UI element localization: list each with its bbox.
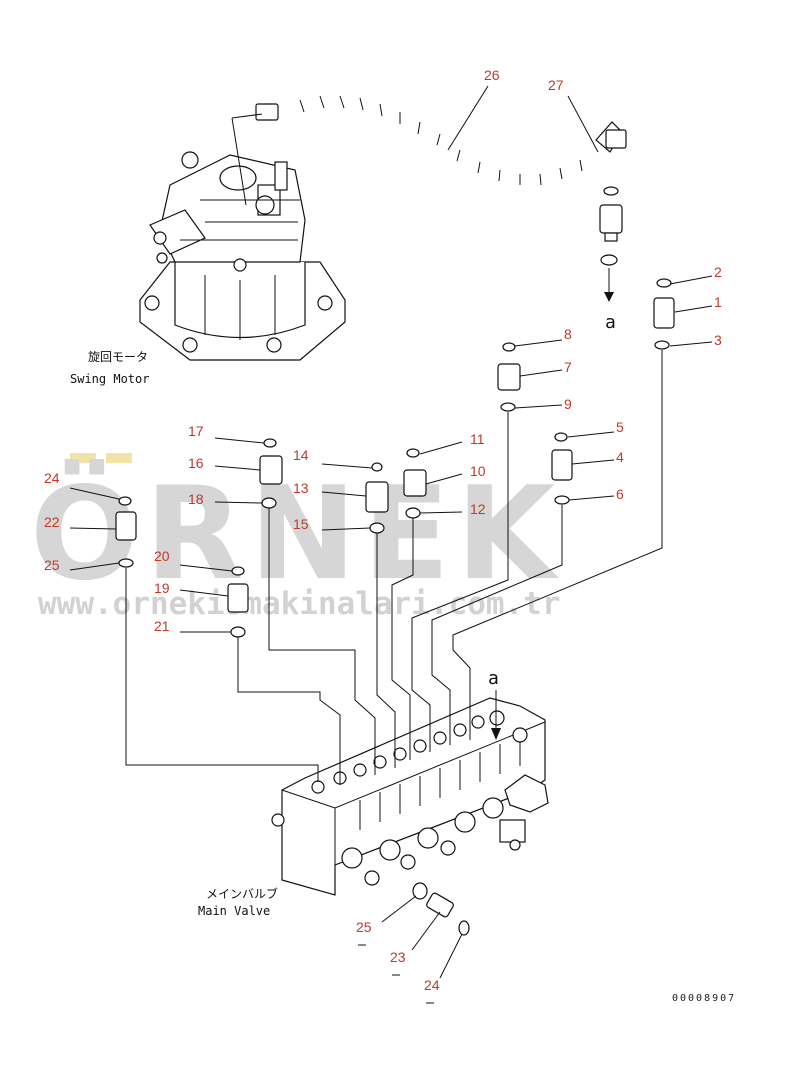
callout-25: 25 [44, 557, 60, 573]
callout-16: 16 [188, 455, 204, 471]
view-a-arrows [491, 268, 614, 740]
callout-24-lower: 24 [424, 977, 440, 993]
view-a-label-bottom: a [488, 668, 499, 689]
callout-17: 17 [188, 423, 204, 439]
callout-25-lower: 25 [356, 919, 372, 935]
callout-2: 2 [714, 264, 722, 280]
watermark-url: www.ornekismakinalari.com.tr [38, 586, 561, 622]
callout-27: 27 [548, 77, 564, 93]
callout-7: 7 [564, 359, 572, 375]
watermark-accent-right [106, 453, 132, 463]
callout-12: 12 [470, 501, 486, 517]
drawing-ref-number: 00008907 [672, 993, 736, 1004]
callout-9: 9 [564, 396, 572, 412]
leader-lines [69, 85, 713, 979]
callout-13: 13 [293, 480, 309, 496]
hose [231, 95, 627, 206]
callout-22: 22 [44, 514, 60, 530]
callout-15: 15 [293, 516, 309, 532]
watermark-accent-left [70, 453, 96, 463]
main-valve-label-jp: メインバルブ [206, 886, 278, 901]
routing-lines [125, 350, 663, 785]
swing-motor-label-en: Swing Motor [70, 372, 149, 386]
callout-19: 19 [154, 580, 170, 596]
callout-23: 23 [390, 949, 406, 965]
callout-14: 14 [293, 447, 309, 463]
callout-21: 21 [154, 618, 170, 634]
main-valve [271, 697, 549, 896]
callout-8: 8 [564, 326, 572, 342]
callout-20: 20 [154, 548, 170, 564]
callout-18: 18 [188, 491, 204, 507]
fittings [115, 186, 675, 936]
swing-motor-label-jp: 旋回モータ [88, 350, 148, 364]
callout-5: 5 [616, 419, 624, 435]
view-a-label-top: a [605, 312, 616, 333]
callout-6: 6 [616, 486, 624, 502]
callout-1: 1 [714, 294, 722, 310]
callout-26: 26 [484, 67, 500, 83]
callout-24: 24 [44, 470, 60, 486]
callout-4: 4 [616, 449, 624, 465]
callouts: 1 2 3 4 5 6 7 8 9 10 11 12 13 14 15 16 1… [44, 67, 722, 993]
swing-motor [139, 151, 346, 361]
callout-11: 11 [470, 431, 485, 447]
main-valve-label-en: Main Valve [198, 904, 270, 918]
callout-10: 10 [470, 463, 486, 479]
callout-3: 3 [714, 332, 722, 348]
